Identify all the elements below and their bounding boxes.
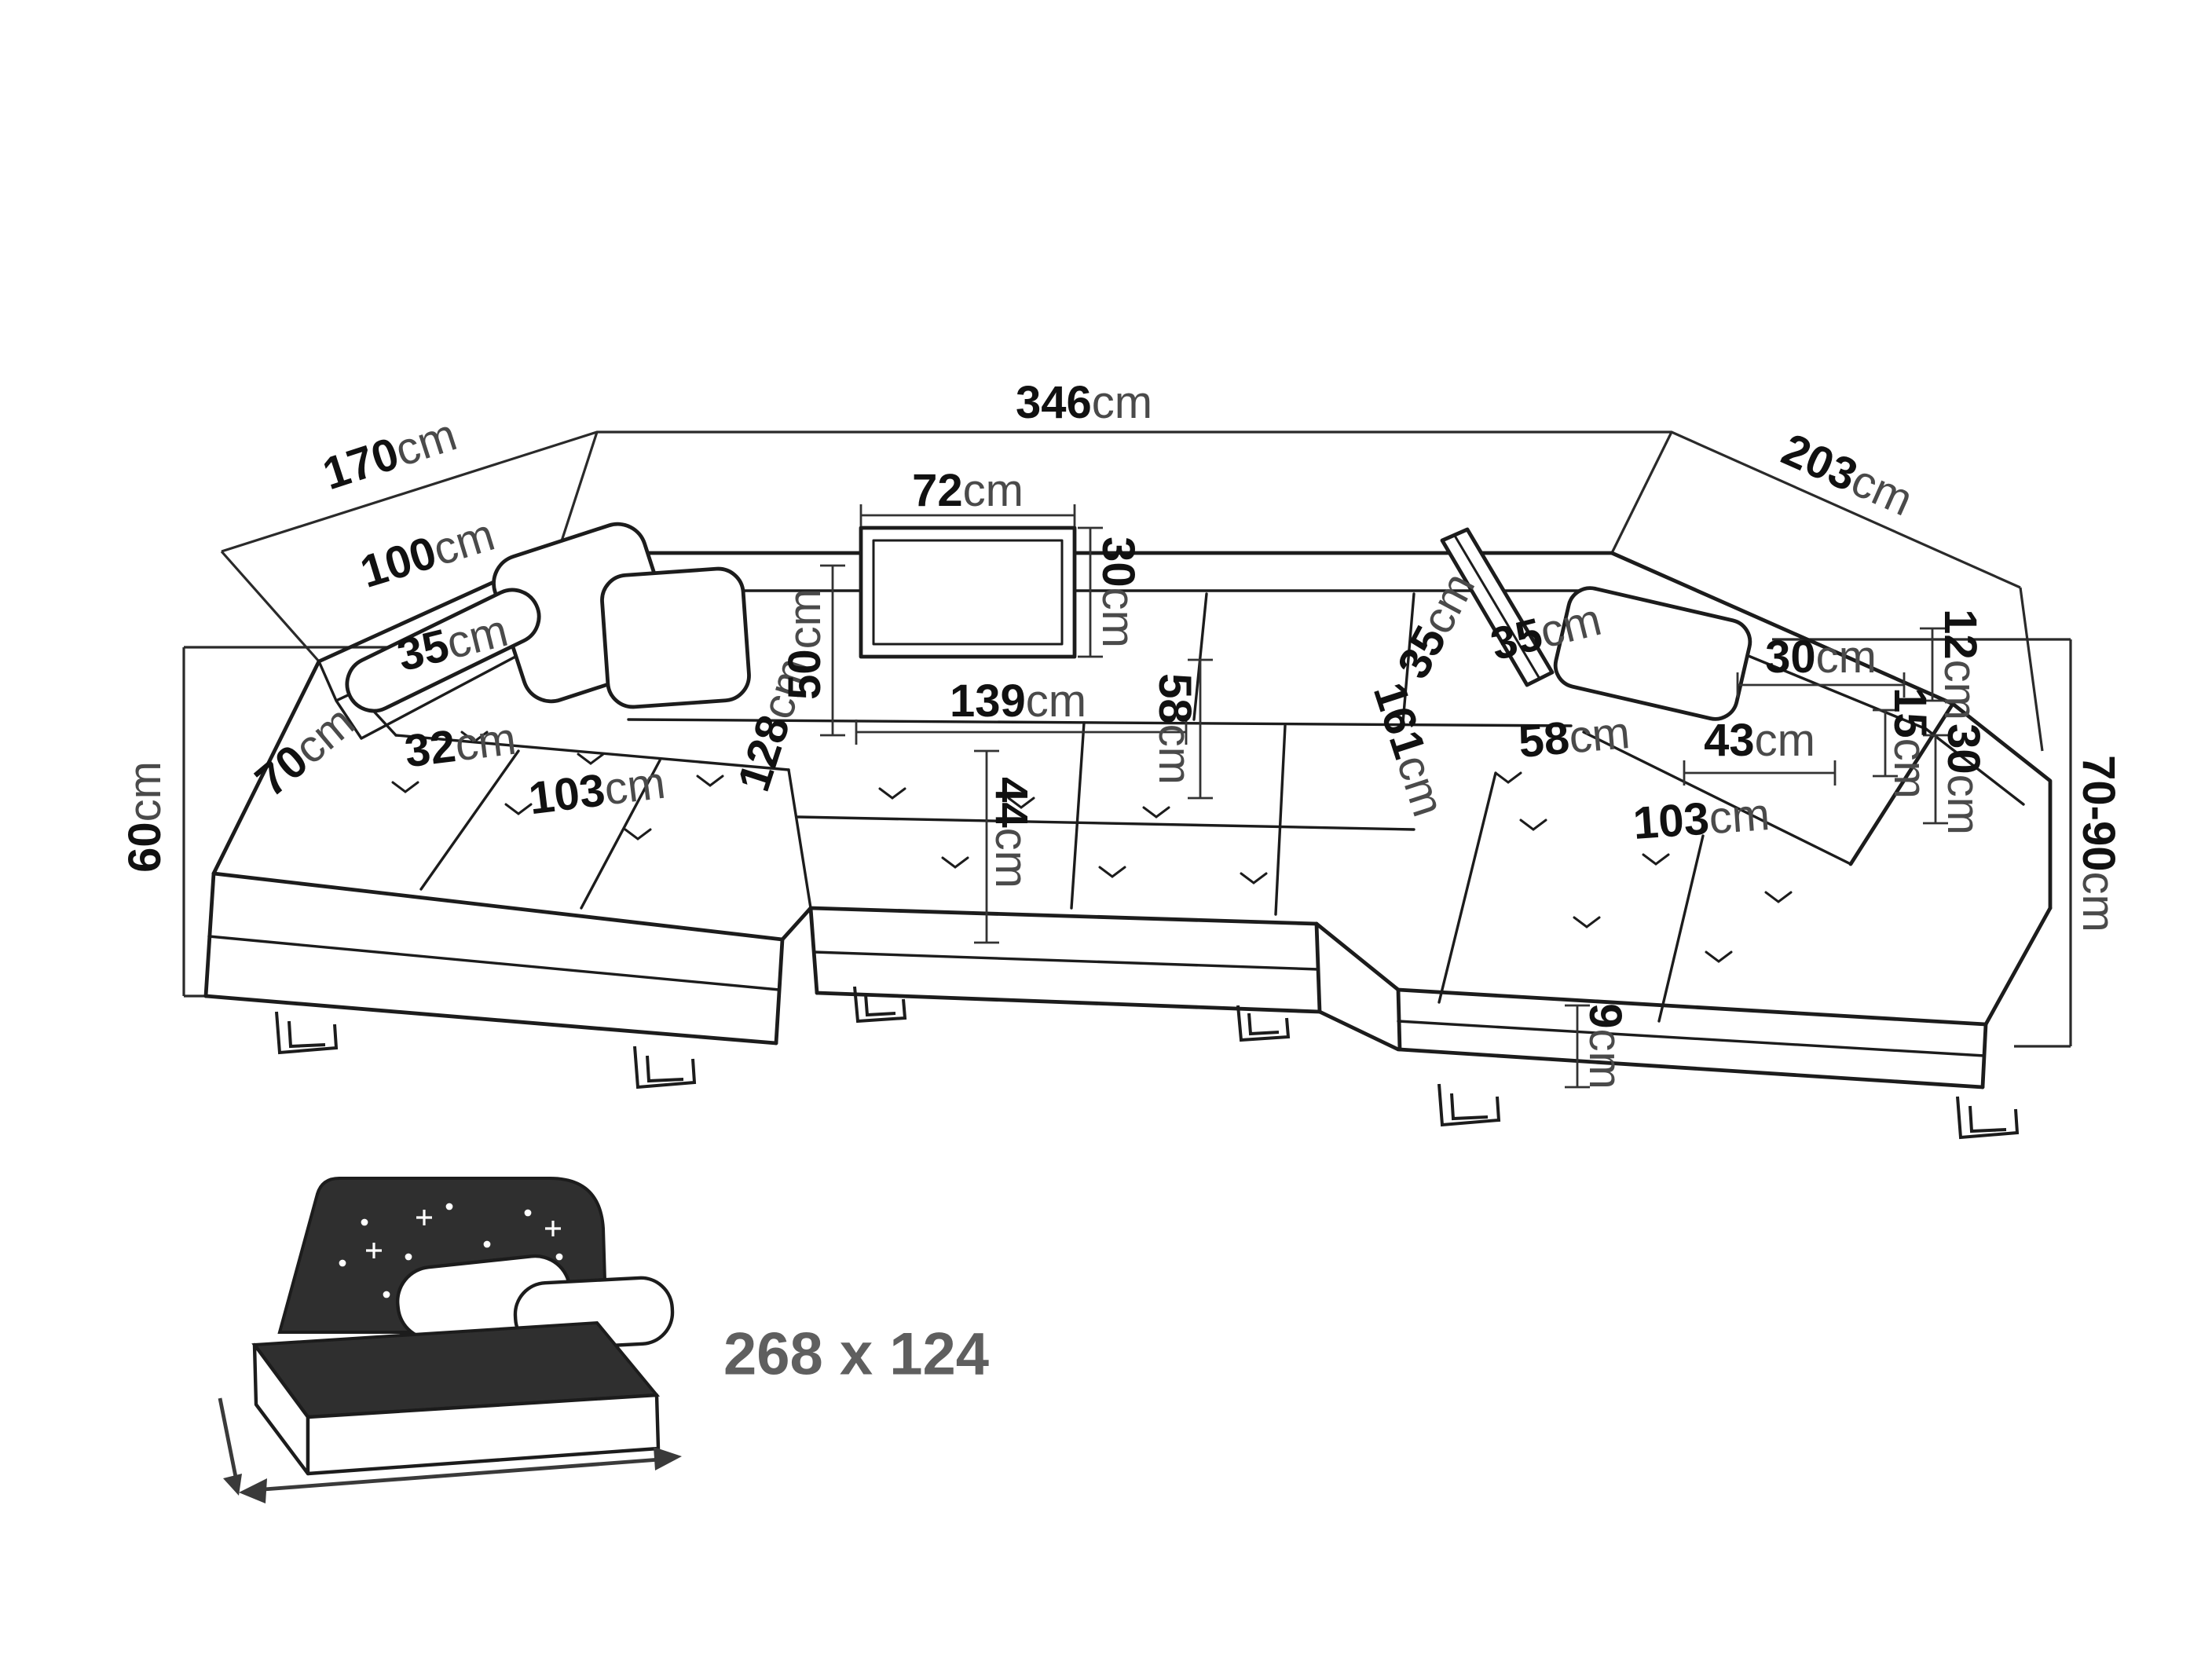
seat-tufting-marks [391,731,1793,963]
dimension-label-headrest-width: 72cm [912,465,1024,516]
dimension-label-headrest-height: 30cm [1093,537,1144,648]
sofa-outline [203,551,2053,1090]
dimension-label-seat-front-height: 44cm [987,777,1038,888]
unfold-arrows [218,1397,682,1503]
dimension-label-right-seat-width: 103cm [1632,789,1771,849]
dimension-label-center-seat-width: 139cm [950,676,1086,727]
dimension-label-left-seat-width: 103cm [526,756,668,824]
headrest-panel [859,526,1077,659]
dimension-label-left-front-corner-height: 70cm [246,696,364,807]
dimension-lines [820,504,1948,1089]
dimension-label-backrest-height: 50cm [779,588,830,700]
dimension-label-right-armrest-side-height: 30cm [1939,723,1990,835]
sleeping-area-dimensions: 268 x 124 [723,1321,989,1388]
dimension-label-right-armrest-step-height: 15cm [1885,687,1936,799]
right-back-cushion [1553,586,1752,721]
dimension-label-left-armrest-length: 100cm [354,508,500,597]
sofa-bed-function-icon: 268 x 124 [218,1177,989,1503]
sofa-legs [275,986,2020,1140]
dimension-label-right-armrest-pad-height: 12cm [1936,609,1987,720]
dimension-label-seat-height: 60cm [119,761,170,873]
dimension-label-left-side-depth: 170cm [317,408,463,500]
cushions-and-pillows [345,522,1752,721]
dimension-label-right-headrest-width: 35cm [1387,564,1485,687]
left-armrest-roll-cushion [345,588,541,713]
measurement-frame [182,430,2072,1048]
dimension-label-right-inner-seat-width: 58cm [1517,706,1632,767]
dimension-label-left-armrest-width: 32cm [402,712,519,777]
dimension-label-backrest-height-range: 70-90cm [2074,755,2125,932]
dimension-label-right-armrest-length: 43cm [1704,715,1815,766]
dimension-label-center-seat-depth: 58cm [1150,673,1201,785]
dimension-label-back-total-width: 346cm [1016,377,1152,428]
dimension-label-right-chaise-depth: 161cm [1364,676,1455,822]
left-pillow-front [600,566,751,709]
dimension-label-leg-height: 9cm [1580,1003,1632,1090]
dimension-label-right-armrest-top-width: 30cm [1765,632,1877,683]
